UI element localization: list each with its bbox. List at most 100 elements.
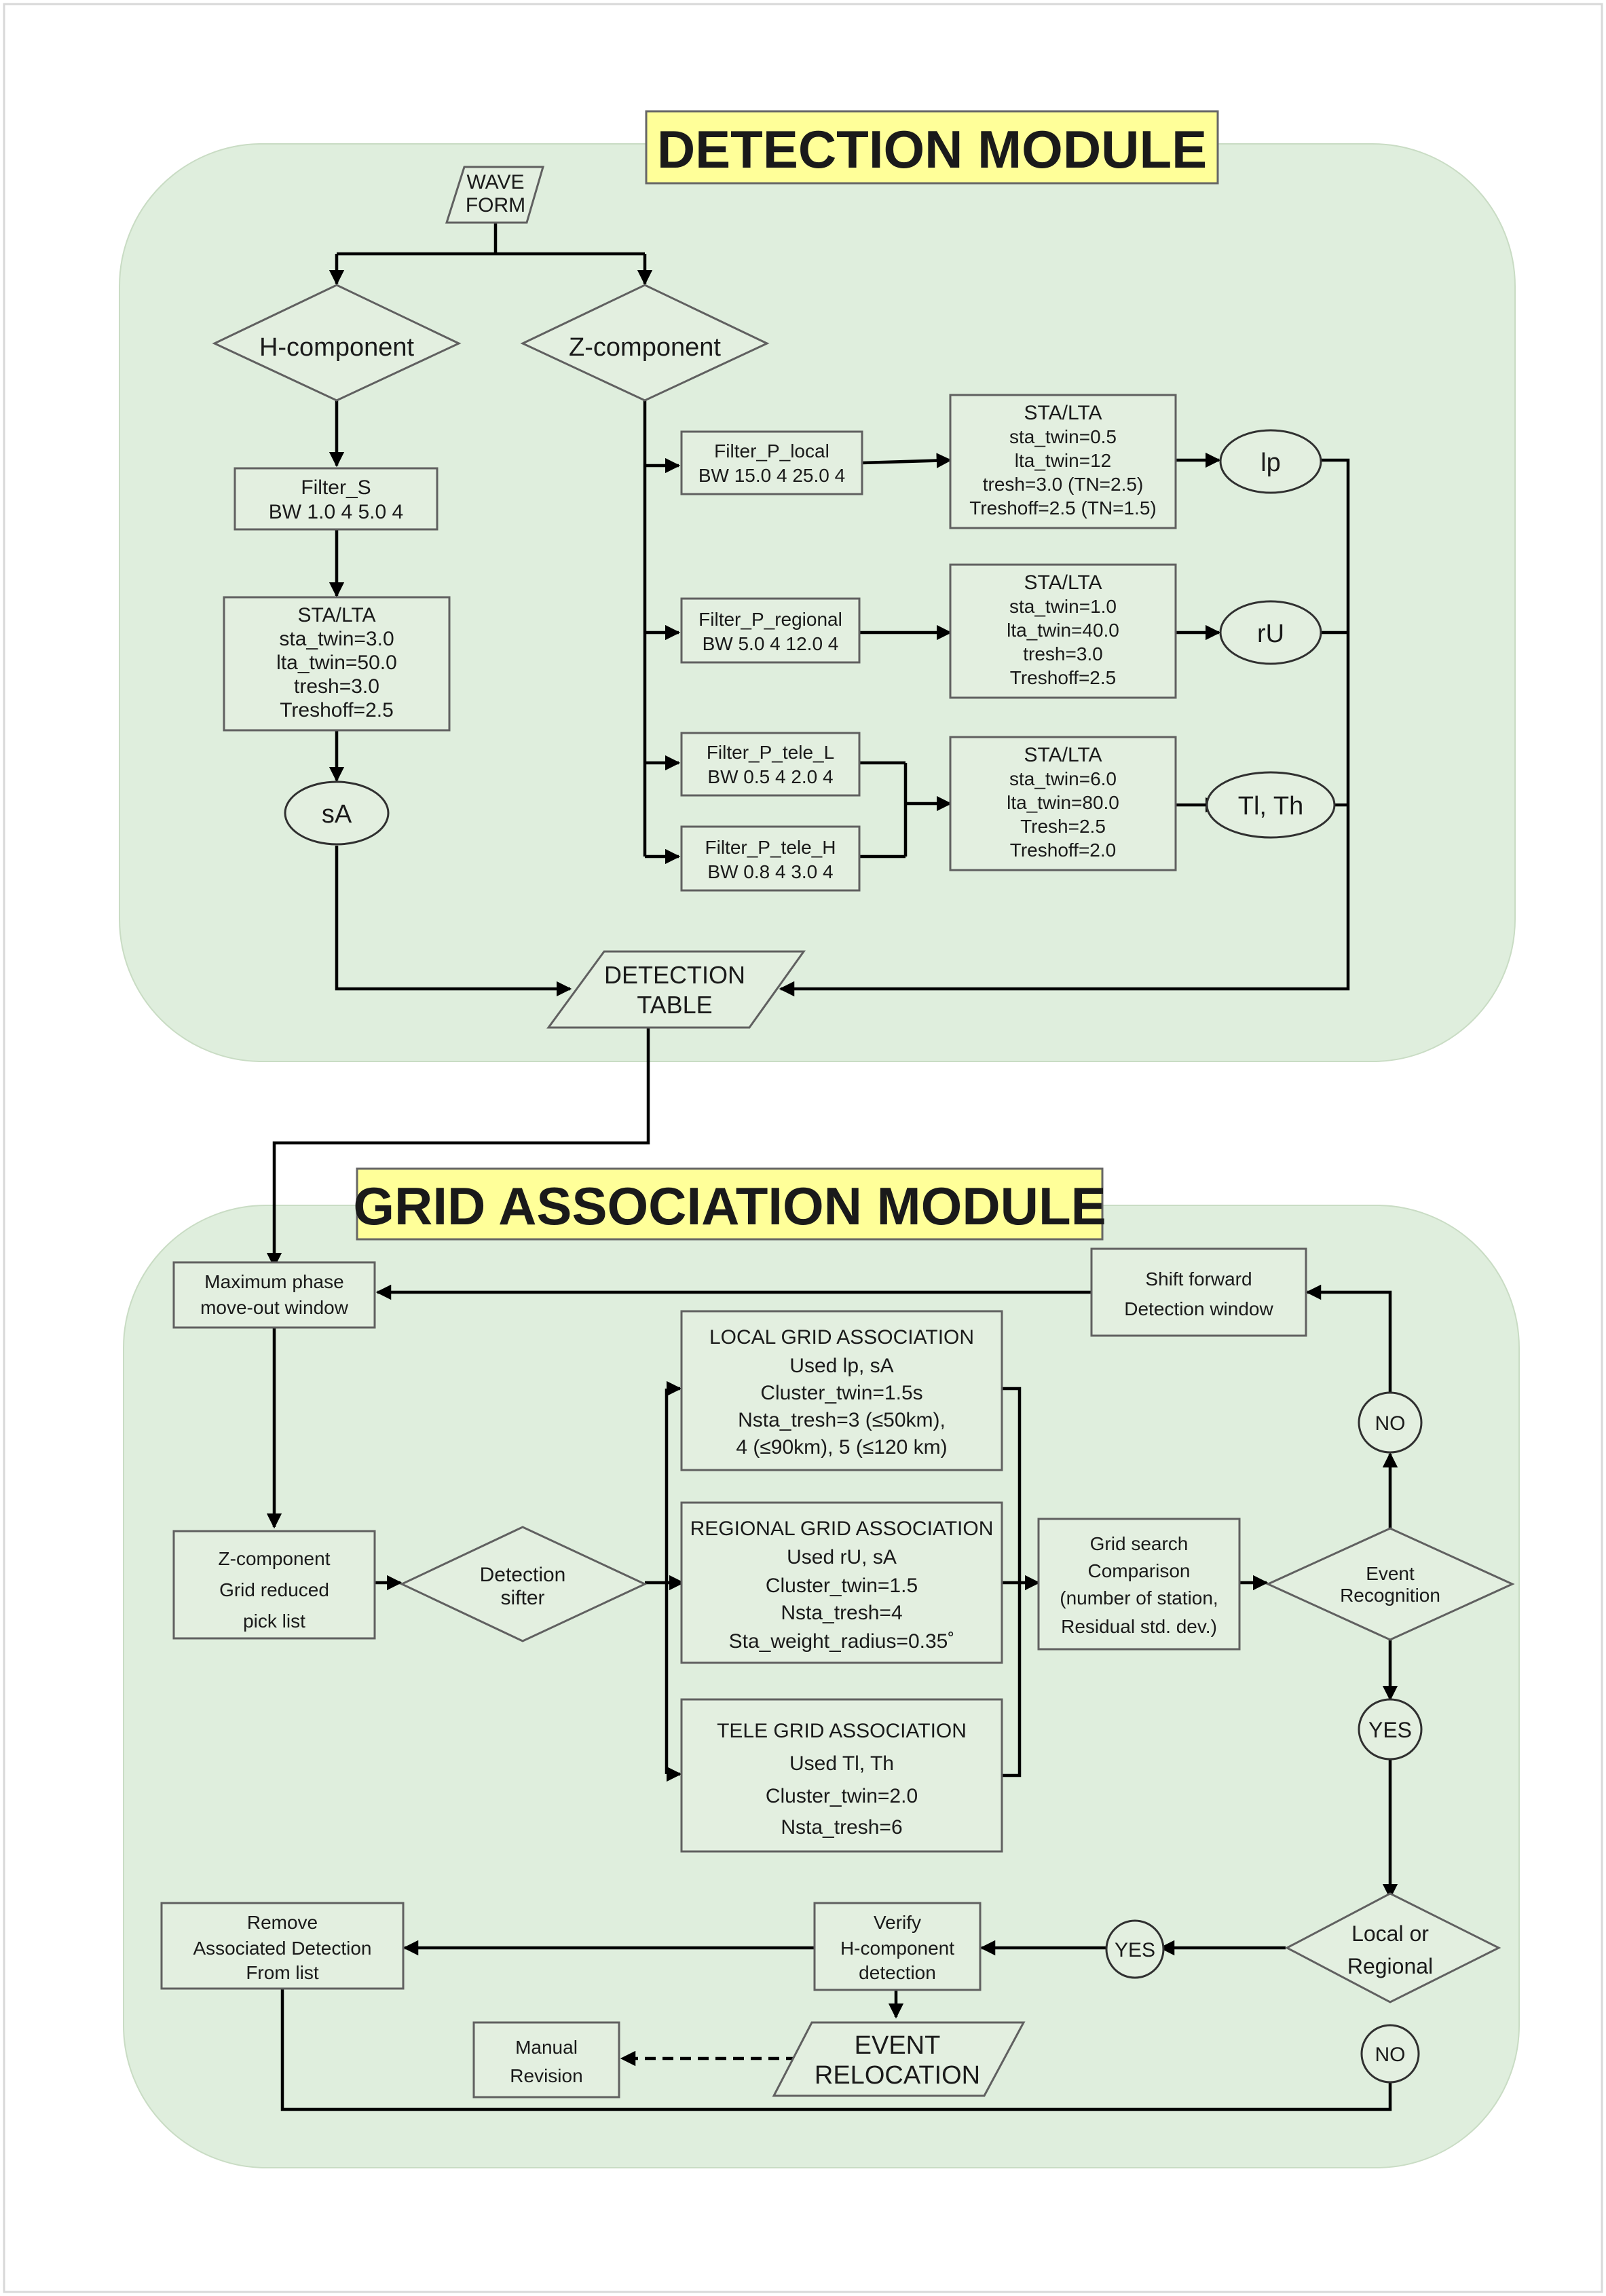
svg-text:Nsta_tresh=4: Nsta_tresh=4 [781,1602,902,1624]
svg-text:Nsta_tresh=3 (≤50km),: Nsta_tresh=3 (≤50km), [738,1409,946,1431]
svg-text:Tl, Th: Tl, Th [1238,792,1303,821]
svg-text:Detection: Detection [480,1564,566,1586]
svg-text:lta_twin=12: lta_twin=12 [1015,450,1111,471]
filter-p-local-box: Filter_P_local BW 15.0 4 25.0 4 [680,430,863,495]
svg-text:Tresh=2.5: Tresh=2.5 [1020,816,1106,837]
svg-text:Comparison: Comparison [1088,1560,1191,1581]
shift-forward-box: Shift forward Detection window [1090,1247,1307,1337]
svg-text:tresh=3.0: tresh=3.0 [294,675,379,698]
svg-text:(number of station,: (number of station, [1060,1587,1218,1608]
rU-node: rU [1219,600,1322,665]
no-event-node: NO [1358,1391,1423,1454]
svg-text:TELE GRID ASSOCIATION: TELE GRID ASSOCIATION [717,1720,967,1742]
svg-text:Local or: Local or [1351,1921,1429,1946]
h-component-decision: H-component [212,284,462,402]
svg-text:Filter_S: Filter_S [301,476,371,499]
svg-text:DETECTION: DETECTION [604,961,745,989]
sta-lta-local-box: STA/LTA sta_twin=0.5 lta_twin=12 tresh=3… [949,394,1177,529]
svg-text:Grid reduced: Grid reduced [219,1579,329,1600]
svg-text:BW 5.0 4 12.0 4: BW 5.0 4 12.0 4 [703,633,839,654]
svg-text:lta_twin=50.0: lta_twin=50.0 [276,652,397,674]
svg-text:sta_twin=6.0: sta_twin=6.0 [1009,768,1117,789]
svg-text:STA/LTA: STA/LTA [1024,744,1102,766]
svg-text:Regional: Regional [1347,1954,1433,1978]
svg-text:Filter_P_tele_L: Filter_P_tele_L [707,742,834,763]
remove-associated-detection-box: Remove Associated Detection From list [160,1902,405,1990]
svg-text:GRID ASSOCIATION MODULE: GRID ASSOCIATION MODULE [353,1176,1106,1236]
svg-text:Residual std. dev.): Residual std. dev.) [1061,1616,1217,1637]
svg-text:Treshoff=2.0: Treshoff=2.0 [1010,840,1116,861]
svg-text:tresh=3.0 (TN=2.5): tresh=3.0 (TN=2.5) [983,474,1144,495]
event-recognition-decision: Event Recognition [1265,1527,1515,1641]
svg-text:NO: NO [1375,2044,1406,2066]
z-component-decision: Z-component [520,284,770,402]
svg-text:Detection window: Detection window [1124,1298,1273,1319]
svg-text:H-component: H-component [840,1938,954,1959]
tele-grid-association-box: TELE GRID ASSOCIATION Used Tl, Th Cluste… [680,1698,1003,1853]
svg-text:H-component: H-component [259,333,415,362]
svg-text:Manual: Manual [515,2037,578,2058]
svg-text:YES: YES [1368,1718,1412,1742]
svg-text:Revision: Revision [510,2065,582,2086]
svg-text:From list: From list [246,1962,319,1983]
local-or-regional-decision: Local or Regional [1284,1892,1501,2003]
svg-text:REGIONAL GRID ASSOCIATION: REGIONAL GRID ASSOCIATION [690,1518,994,1540]
svg-text:Recognition: Recognition [1340,1585,1440,1606]
svg-text:YES: YES [1115,1939,1155,1961]
svg-text:STA/LTA: STA/LTA [1024,402,1102,424]
svg-text:lp: lp [1260,449,1281,477]
svg-text:LOCAL GRID ASSOCIATION: LOCAL GRID ASSOCIATION [709,1326,974,1349]
svg-text:lta_twin=80.0: lta_twin=80.0 [1007,792,1119,813]
svg-text:sta_twin=3.0: sta_twin=3.0 [279,628,394,650]
svg-text:Verify: Verify [874,1912,921,1933]
svg-text:pick list: pick list [243,1611,305,1632]
svg-text:TABLE: TABLE [637,991,712,1019]
svg-text:sta_twin=1.0: sta_twin=1.0 [1009,596,1117,617]
svg-text:sA: sA [322,800,352,829]
sta-lta-tele-box: STA/LTA sta_twin=6.0 lta_twin=80.0 Tresh… [949,736,1177,871]
manual-revision-box: Manual Revision [472,2021,620,2099]
svg-text:STA/LTA: STA/LTA [1024,571,1102,594]
svg-text:Z-component: Z-component [569,333,721,362]
svg-text:move-out window: move-out window [200,1297,349,1318]
svg-text:Filter_P_regional: Filter_P_regional [698,609,842,630]
detection-table-node: DETECTION TABLE [546,950,806,1029]
svg-text:BW 15.0 4 25.0 4: BW 15.0 4 25.0 4 [698,465,845,486]
local-grid-association-box: LOCAL GRID ASSOCIATION Used lp, sA Clust… [680,1310,1003,1471]
svg-text:BW 1.0 4 5.0 4: BW 1.0 4 5.0 4 [269,501,403,523]
verify-h-component-box: Verify H-component detection [813,1902,982,1991]
sta-lta-regional-box: STA/LTA sta_twin=1.0 lta_twin=40.0 tresh… [949,563,1177,699]
filter-p-tele-l-box: Filter_P_tele_L BW 0.5 4 2.0 4 [680,732,861,797]
svg-text:RELOCATION: RELOCATION [815,2061,980,2090]
svg-text:sta_twin=0.5: sta_twin=0.5 [1009,426,1117,447]
svg-text:rU: rU [1257,620,1284,648]
regional-grid-association-box: REGIONAL GRID ASSOCIATION Used rU, sA Cl… [680,1501,1003,1664]
grid-module-edges [266,1284,1398,2111]
no-local-node: NO [1360,2024,1420,2084]
yes-event-node: YES [1358,1698,1423,1761]
detection-sifter-decision: Detection sifter [399,1526,648,1642]
svg-text:sifter: sifter [500,1587,544,1609]
svg-text:Sta_weight_radius=0.35˚: Sta_weight_radius=0.35˚ [729,1630,955,1653]
svg-text:Remove: Remove [247,1912,318,1933]
svg-text:Z-component: Z-component [219,1548,331,1569]
svg-text:EVENT: EVENT [855,2031,941,2060]
event-relocation-node: EVENT RELOCATION [772,2021,1026,2097]
svg-text:4 (≤90km), 5 (≤120 km): 4 (≤90km), 5 (≤120 km) [736,1436,947,1458]
filter-p-regional-box: Filter_P_regional BW 5.0 4 12.0 4 [680,597,861,664]
grid-association-module-title: GRID ASSOCIATION MODULE [353,1167,1106,1241]
svg-text:Used rU, sA: Used rU, sA [787,1546,897,1568]
detection-module-title: DETECTION MODULE [645,110,1219,185]
max-phase-moveout-box: Maximum phase move-out window [172,1261,376,1329]
svg-text:Filter_P_tele_H: Filter_P_tele_H [705,837,836,858]
detection-module-edges [266,220,1350,1268]
yes-local-node: YES [1105,1919,1165,1979]
grid-search-comparison-box: Grid search Comparison (number of statio… [1037,1518,1241,1651]
svg-text:Shift forward: Shift forward [1145,1268,1252,1290]
svg-text:Filter_P_local: Filter_P_local [714,440,829,462]
svg-text:Maximum phase: Maximum phase [204,1271,343,1292]
svg-text:lta_twin=40.0: lta_twin=40.0 [1007,620,1119,641]
svg-text:DETECTION MODULE: DETECTION MODULE [657,119,1207,179]
svg-text:Treshoff=2.5: Treshoff=2.5 [280,699,394,721]
